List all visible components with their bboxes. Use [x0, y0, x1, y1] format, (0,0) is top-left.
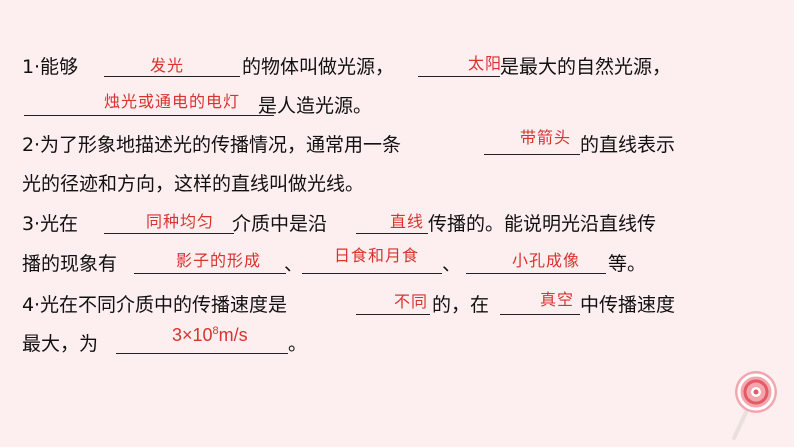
q1-number: 1 — [22, 56, 35, 78]
q1-answer-1: 发光 — [150, 56, 185, 75]
q3-answer-2: 直线 — [390, 212, 425, 231]
q4-answer-2: 真空 — [540, 290, 575, 309]
q3-blank-4 — [302, 273, 442, 274]
q1-text-1: ·能够 — [34, 56, 79, 78]
q4-text-3: 中传播速度 — [580, 294, 676, 316]
q3-text-5: 等。 — [608, 253, 647, 275]
q4-text-1: ·光在不同介质中的传播速度是 — [34, 294, 288, 316]
q1-blank-2 — [418, 76, 500, 77]
q3-separator-2: 、 — [442, 253, 462, 275]
q1-blank-1 — [104, 76, 240, 77]
q3-blank-5 — [466, 273, 606, 274]
q1-text-2: 的物体叫做光源， — [242, 56, 395, 78]
q4-answer-1: 不同 — [394, 292, 429, 311]
q3-answer-5: 小孔成像 — [512, 251, 581, 270]
q3-answer-1: 同种均匀 — [146, 212, 215, 231]
q4-answer-3: 3×108m/s — [172, 325, 248, 345]
q1-answer-3: 烛光或通电的电灯 — [104, 92, 241, 111]
q3-separator-1: 、 — [284, 253, 304, 275]
q4-blank-1 — [356, 314, 430, 315]
q3-blank-2 — [356, 233, 428, 234]
q3-text-4: 播的现象有 — [22, 253, 118, 275]
q3-text-1: ·光在 — [34, 213, 79, 235]
q4-number: 4 — [22, 294, 35, 316]
lollipop-icon — [732, 371, 777, 440]
q3-blank-1 — [104, 233, 234, 234]
q3-number: 3 — [22, 213, 35, 235]
q4-text-5: 。 — [288, 333, 308, 355]
q3-answer-3: 影子的形成 — [176, 251, 262, 270]
q1-blank-3 — [24, 115, 274, 116]
q2-number: 2 — [22, 134, 35, 156]
q2-answer-1: 带箭头 — [520, 128, 572, 147]
q2-text-1: ·为了形象地描述光的传播情况，通常用一条 — [34, 134, 402, 156]
q1-text-3: 是最大的自然光源， — [500, 56, 672, 78]
q1-answer-2: 太阳 — [468, 54, 503, 73]
q4-text-2: 的，在 — [432, 294, 490, 316]
q3-blank-3 — [134, 273, 286, 274]
q4-text-4: 最大，为 — [22, 333, 99, 355]
q3-text-2: 介质中是沿 — [232, 213, 328, 235]
q2-text-3: 光的径迹和方向，这样的直线叫做光线。 — [22, 173, 365, 195]
q2-blank-1 — [484, 154, 580, 155]
q4-blank-2 — [500, 314, 580, 315]
q3-answer-4: 日食和月食 — [334, 246, 420, 265]
q3-text-3: 传播的。能说明光沿直线传 — [428, 213, 657, 235]
q2-text-2: 的直线表示 — [580, 134, 676, 156]
q4-blank-3 — [116, 353, 288, 354]
q1-text-4: 是人造光源。 — [258, 95, 373, 117]
